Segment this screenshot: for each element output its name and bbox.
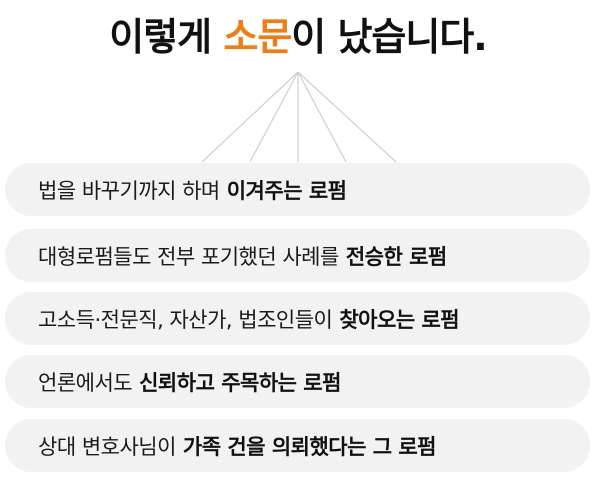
title-accent: 소문 xyxy=(223,15,292,59)
title-post: 이 났습니다. xyxy=(291,15,487,59)
title-pre: 이렇게 xyxy=(109,15,224,59)
item-bold-text: 가족 건을 의뢰했다는 그 로펌 xyxy=(182,434,437,459)
item-regular-text: 언론에서도 xyxy=(38,370,133,395)
item-regular-text: 대형로펌들도 전부 포기했던 사례를 xyxy=(38,244,339,269)
item-bold-text: 이겨주는 로펌 xyxy=(226,178,347,203)
connector-line xyxy=(297,71,347,163)
connector-line xyxy=(201,71,299,163)
connector-line xyxy=(249,71,299,163)
item-bold-text: 신뢰하고 주목하는 로펌 xyxy=(139,370,341,395)
item-bold-text: 찾아오는 로펌 xyxy=(339,307,460,332)
page-title: 이렇게 소문이 났습니다. xyxy=(0,6,596,61)
item-regular-text: 고소득·전문직, 자산가, 법조인들이 xyxy=(38,307,333,332)
item-regular-text: 법을 바꾸기까지 하며 xyxy=(38,178,220,203)
connector-line xyxy=(297,71,397,163)
item-regular-text: 상대 변호사님이 xyxy=(38,434,176,459)
item-bold-text: 전승한 로펌 xyxy=(345,244,447,269)
